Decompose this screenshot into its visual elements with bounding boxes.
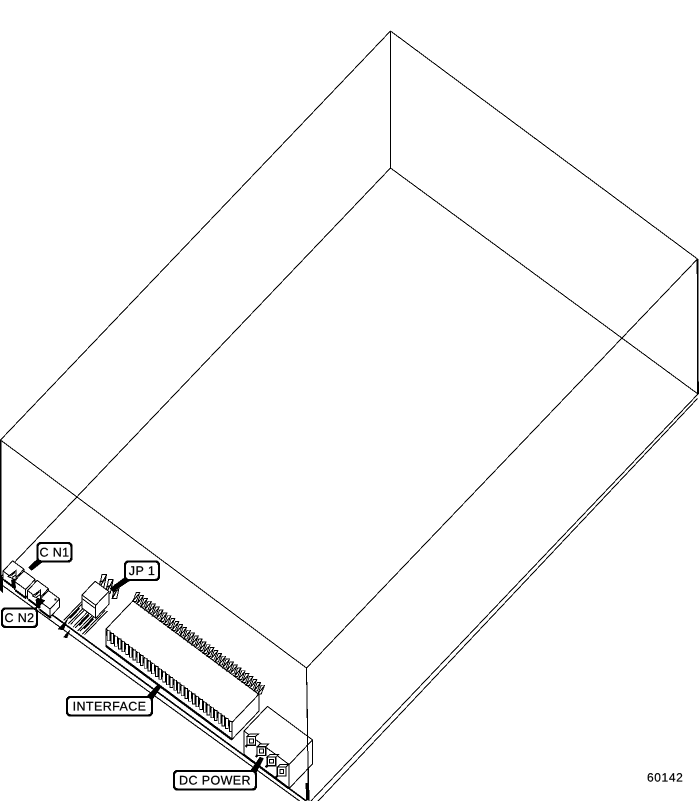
svg-text:JP 1: JP 1: [129, 564, 155, 578]
svg-text:C N2: C N2: [4, 611, 34, 625]
svg-text:60142: 60142: [647, 771, 683, 785]
svg-text:C N1: C N1: [39, 546, 69, 560]
svg-text:INTERFACE: INTERFACE: [73, 700, 147, 714]
svg-text:DC POWER: DC POWER: [179, 774, 251, 788]
